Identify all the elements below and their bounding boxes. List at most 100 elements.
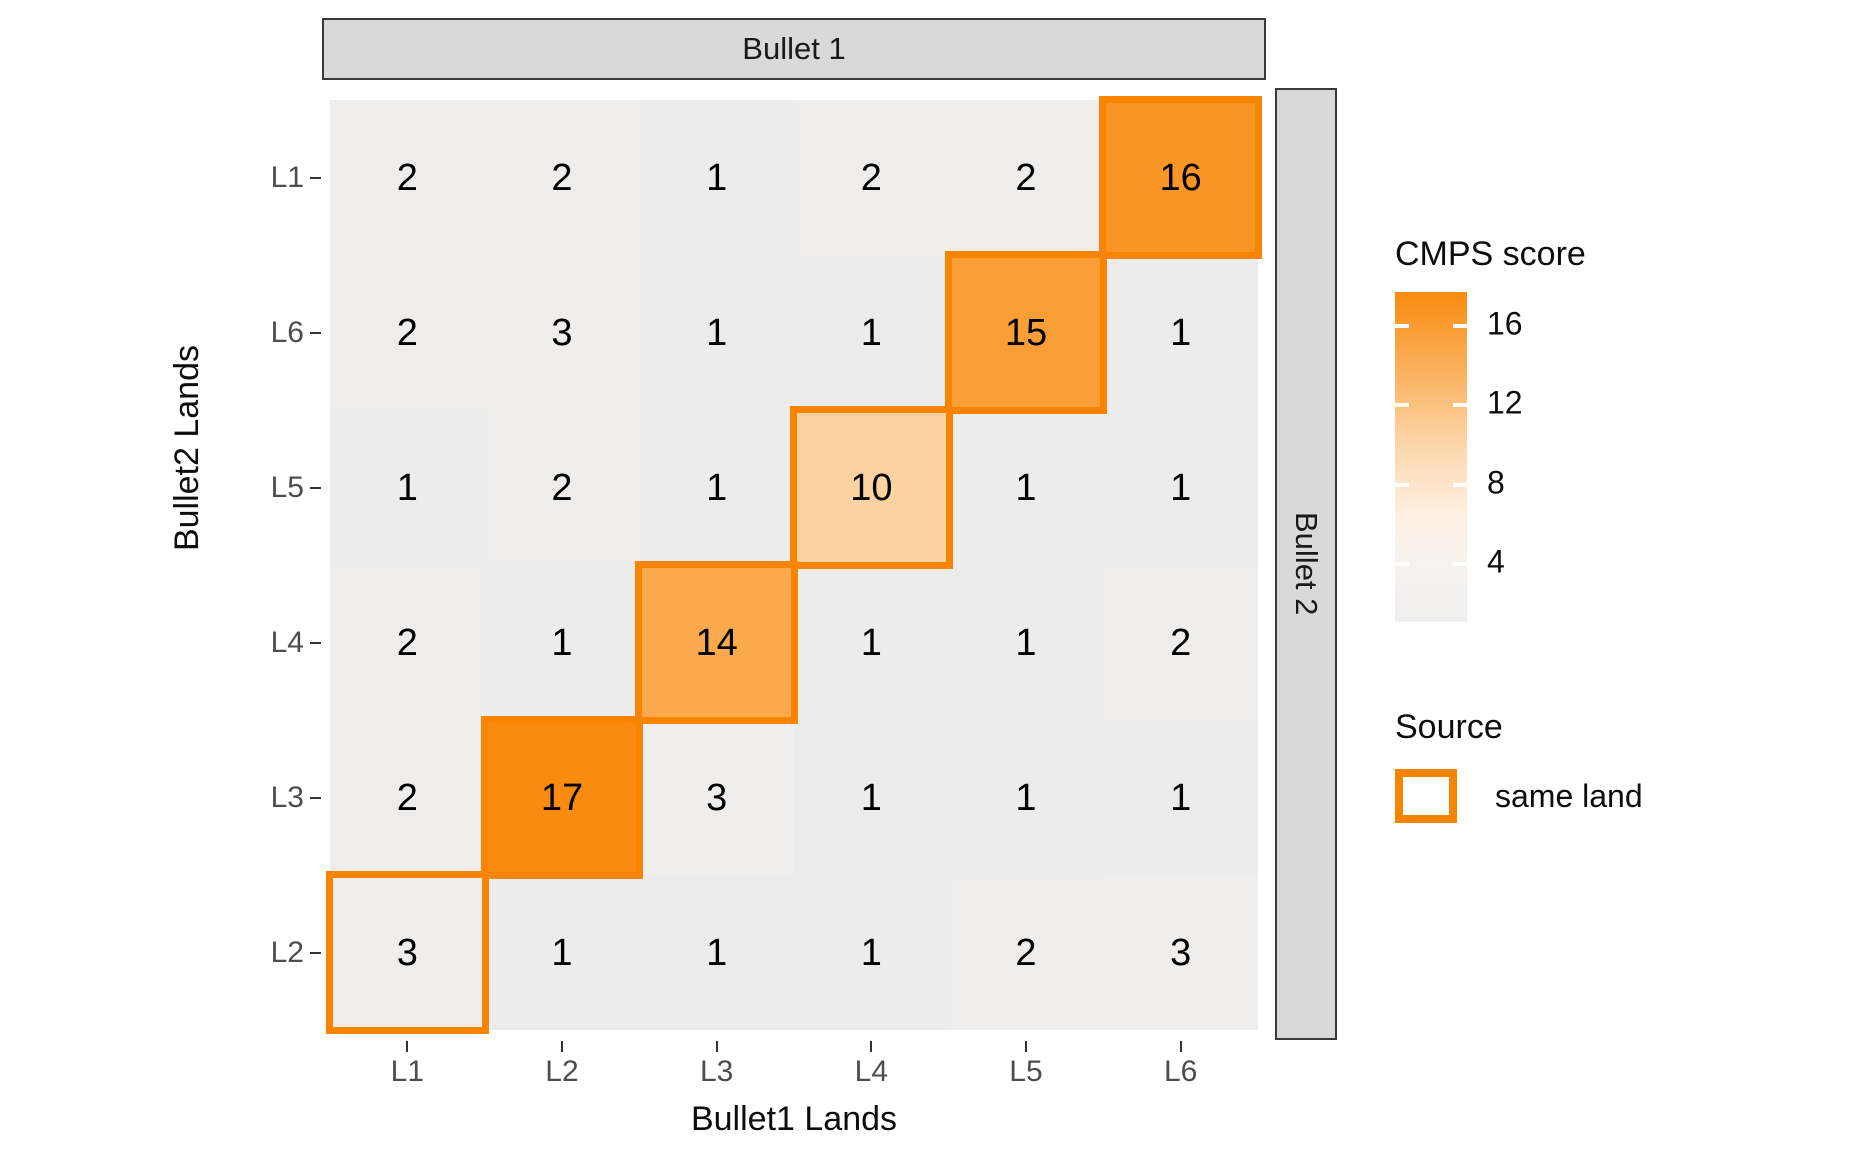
x-axis-tick-L1: L1	[390, 1055, 425, 1088]
x-axis-tick-L6: L6	[1163, 1055, 1198, 1088]
heatmap-cell-value: 2	[396, 621, 418, 664]
y-axis-tick-L1: L1	[270, 160, 304, 194]
colorbar-gradient	[1395, 292, 1467, 622]
source-legend-title: Source	[1395, 708, 1503, 746]
heatmap-cell-value: 3	[551, 311, 573, 354]
heatmap-cell-value: 1	[1015, 776, 1037, 819]
heatmap-cell-value: 1	[860, 621, 882, 664]
y-axis-tick-mark	[310, 410, 322, 565]
colorbar-tick-mark	[1453, 323, 1467, 328]
heatmap-cell-value: 1	[551, 931, 573, 974]
heatmap-cell: 2	[1103, 565, 1258, 720]
heatmap-cell: 1	[1103, 410, 1258, 565]
y-axis-tick-L5: L5	[270, 470, 304, 504]
heatmap-cell-value: 2	[551, 466, 573, 509]
colorbar-tick-mark	[1453, 482, 1467, 487]
heatmap-cell: 1	[948, 410, 1104, 565]
legend-area: CMPS score 16 12 8 4 Source same land	[1395, 235, 1835, 823]
heatmap-cell-value: 15	[1004, 311, 1048, 354]
heatmap-cell: 2	[948, 100, 1104, 255]
heatmap-cell-value: 1	[1170, 776, 1192, 819]
y-axis-tick-L6: L6	[270, 315, 304, 349]
heatmap-cell: 2	[330, 720, 485, 875]
facet-strip-right-label: Bullet 2	[1289, 512, 1324, 616]
colorbar-tick-label-12: 12	[1487, 384, 1523, 421]
heatmap-cell-value: 1	[396, 466, 418, 509]
heatmap-cell-value: 16	[1159, 156, 1202, 199]
heatmap-cell: 3	[639, 720, 794, 875]
x-axis-tick-mark	[794, 1041, 949, 1053]
x-axis-tick-mark	[485, 1041, 640, 1053]
heatmap-cell-value: 1	[706, 931, 728, 974]
heatmap-cell: 3	[484, 255, 640, 410]
heatmap-cell-value: 10	[850, 466, 893, 509]
y-axis-tick-mark	[310, 100, 322, 255]
heatmap-cell: 1	[330, 410, 485, 565]
heatmap-cell-value: 3	[706, 776, 728, 819]
heatmap-cell: 1	[948, 565, 1104, 720]
heatmap-cell: 16	[1099, 96, 1262, 259]
heatmap-cell-value: 1	[1170, 311, 1192, 354]
heatmap-cell: 15	[944, 251, 1108, 414]
heatmap-cell: 1	[794, 875, 949, 1030]
heatmap-cell-value: 1	[706, 311, 728, 354]
heatmap-cell: 2	[330, 100, 485, 255]
colorbar-tick-mark	[1395, 482, 1409, 487]
y-axis-tick-L2: L2	[270, 935, 304, 969]
colorbar-legend: CMPS score 16 12 8 4	[1395, 235, 1835, 622]
colorbar-tick-label-16: 16	[1487, 305, 1523, 342]
heatmap-cell-value: 3	[1170, 931, 1192, 974]
heatmap-cell: 2	[330, 565, 485, 720]
colorbar-legend-title: CMPS score	[1395, 235, 1586, 273]
heatmap-cell: 1	[794, 255, 949, 410]
colorbar-tick-labels: 16 12 8 4	[1487, 292, 1617, 622]
heatmap-cell: 2	[948, 875, 1104, 1030]
colorbar-tick-mark	[1395, 323, 1409, 328]
facet-strip-right: Bullet 2	[1275, 88, 1337, 1040]
heatmap-cell-value: 17	[540, 776, 584, 819]
colorbar-tick-mark	[1395, 562, 1409, 567]
heatmap-cell: 1	[639, 875, 794, 1030]
heatmap-cell-value: 2	[396, 311, 418, 354]
source-legend-items: same land	[1395, 769, 1835, 823]
facet-strip-top: Bullet 1	[322, 18, 1266, 80]
heatmap-cell: 1	[484, 875, 640, 1030]
colorbar-tick-label-8: 8	[1487, 464, 1505, 501]
y-axis-tick-mark	[310, 720, 322, 875]
facet-strip-top-label: Bullet 1	[742, 31, 846, 66]
heatmap-cell-value: 2	[396, 776, 418, 819]
source-legend-swatch	[1395, 769, 1457, 823]
heatmap-cell: 1	[639, 255, 794, 410]
y-axis-tick-mark	[310, 255, 322, 410]
colorbar-tick-mark	[1395, 403, 1409, 408]
heatmap-cell: 17	[480, 716, 644, 879]
y-axis-tick-mark	[310, 875, 322, 1030]
heatmap-cell: 1	[948, 720, 1104, 875]
heatmap-cell: 2	[484, 100, 640, 255]
heatmap-cell-value: 1	[860, 311, 882, 354]
y-axis-tick-mark	[310, 565, 322, 720]
heatmap-cell-value: 1	[551, 621, 573, 664]
colorbar-tick-label-4: 4	[1487, 543, 1505, 580]
heatmap-cell: 14	[635, 561, 798, 724]
heatmap-cell: 1	[794, 720, 949, 875]
heatmap-cell: 1	[639, 100, 794, 255]
heatmap-cell: 2	[330, 255, 485, 410]
heatmap-cell-value: 2	[860, 156, 882, 199]
heatmap-cell-value: 2	[551, 156, 573, 199]
x-axis-tick-L3: L3	[699, 1055, 734, 1088]
x-axis-tick-mark	[1103, 1041, 1258, 1053]
heatmap-cell-value: 14	[695, 621, 738, 664]
heatmap-cell: 1	[484, 565, 640, 720]
heatmap-cell-value: 2	[1015, 156, 1037, 199]
y-axis-tick-marks	[310, 100, 322, 1030]
heatmap-cell-value: 1	[860, 776, 882, 819]
x-axis-tick-mark	[639, 1041, 794, 1053]
x-axis-tick-marks	[330, 1041, 1258, 1053]
x-axis-tick-mark	[330, 1041, 485, 1053]
heatmap-cell: 1	[1103, 720, 1258, 875]
